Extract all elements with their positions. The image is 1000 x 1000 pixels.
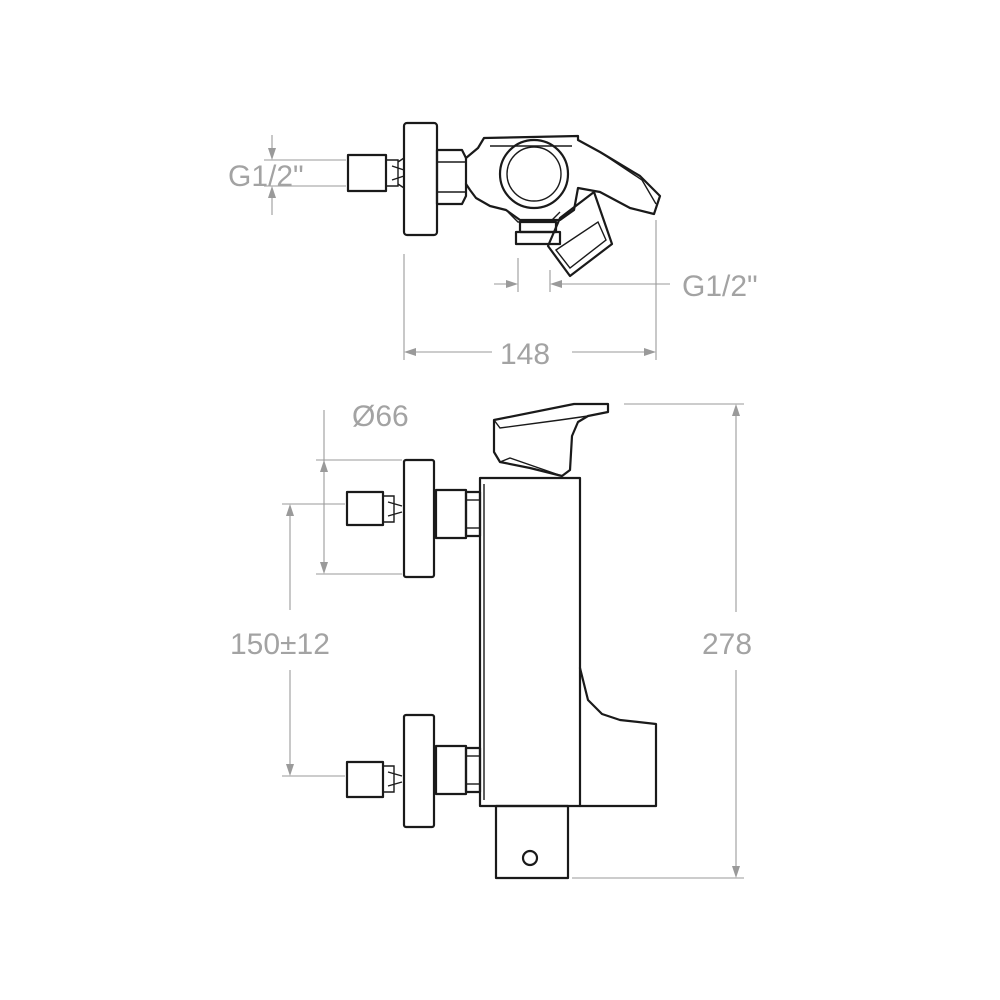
front-bottom-hole bbox=[521, 849, 539, 867]
front-upper-inlet bbox=[345, 458, 482, 579]
top-view bbox=[346, 121, 662, 278]
dim-top-inlet-thread: G1/2" bbox=[228, 135, 346, 215]
top-cartridge-circle bbox=[498, 138, 570, 210]
top-angled-outlet bbox=[546, 190, 614, 278]
top-inlet-thread-label: G1/2" bbox=[228, 160, 304, 193]
top-width-label: 148 bbox=[500, 338, 550, 371]
top-hex-nut bbox=[435, 148, 468, 206]
flange-diameter-label: Ø66 bbox=[352, 400, 409, 433]
front-lever-handle bbox=[492, 402, 610, 478]
front-bottom-cap bbox=[494, 804, 570, 880]
dim-top-width: 148 bbox=[403, 220, 657, 371]
top-wall-flange bbox=[402, 121, 439, 237]
dim-top-outlet-thread: G1/2" bbox=[494, 258, 758, 303]
top-mixer-body bbox=[464, 134, 662, 223]
front-spout bbox=[578, 666, 658, 808]
front-lower-inlet bbox=[345, 713, 482, 829]
overall-height-label: 278 bbox=[702, 628, 752, 661]
top-inlet-connector bbox=[346, 153, 405, 193]
inlet-spacing-label: 150±12 bbox=[230, 628, 330, 661]
dim-flange-diameter: Ø66 bbox=[316, 400, 409, 575]
top-outlet-thread-label: G1/2" bbox=[682, 270, 758, 303]
front-mixer-body bbox=[478, 476, 582, 808]
front-view bbox=[345, 402, 658, 880]
dim-inlet-spacing: 150±12 bbox=[230, 503, 345, 777]
dim-overall-height: 278 bbox=[572, 403, 752, 879]
